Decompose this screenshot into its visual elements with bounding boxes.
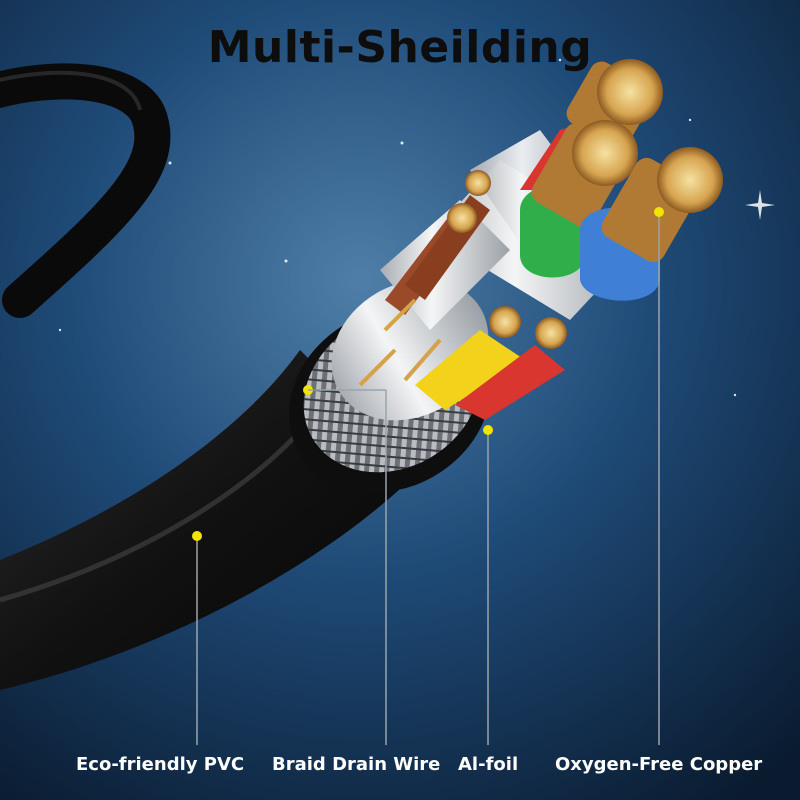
label-foil: Al-foil xyxy=(458,754,519,775)
blue-wire xyxy=(580,147,723,301)
page-title: Multi-Sheilding xyxy=(207,22,593,73)
callout-dots xyxy=(192,207,664,541)
label-copper: Oxygen-Free Copper xyxy=(555,754,763,775)
brown-wires xyxy=(385,170,491,315)
callout-labels: Eco-friendly PVC Braid Drain Wire Al-foi… xyxy=(0,754,800,784)
yellow-red-pair xyxy=(415,306,567,420)
label-pvc: Eco-friendly PVC xyxy=(76,754,245,775)
green-wire xyxy=(520,120,638,278)
star-sparkles xyxy=(58,58,775,397)
drain-wires xyxy=(358,298,442,387)
label-braid: Braid Drain Wire xyxy=(272,754,441,775)
callout-lines xyxy=(196,212,660,745)
cable-loop xyxy=(0,63,171,318)
